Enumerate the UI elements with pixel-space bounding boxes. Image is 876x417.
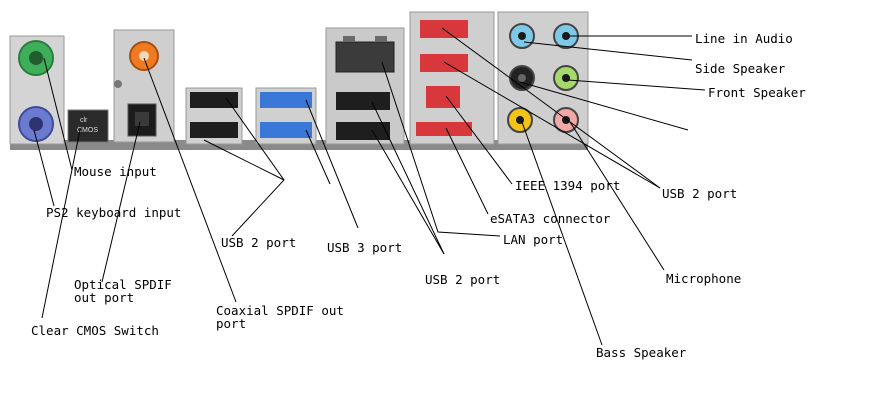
label-mouse-input: Mouse input xyxy=(74,164,157,179)
leader-lan xyxy=(381,61,501,237)
leader-bass xyxy=(521,121,603,346)
label-usb2-port-left: USB 2 port xyxy=(221,235,296,250)
leader-lines xyxy=(33,27,706,346)
label-ps2-keyboard-input: PS2 keyboard input xyxy=(46,205,181,220)
label-optical-spdif-line2: out port xyxy=(74,290,134,305)
label-usb2-port-right: USB 2 port xyxy=(662,186,737,201)
ps2-keyboard-pins xyxy=(29,117,43,131)
label-coaxial-spdif-line1: Coaxial SPDIF out xyxy=(216,303,344,318)
label-optical-spdif-line1: Optical SPDIF xyxy=(74,277,172,292)
label-front-speaker: Front Speaker xyxy=(708,85,806,100)
label-clear-cmos-switch: Clear CMOS Switch xyxy=(31,323,159,338)
leader-coaxial xyxy=(143,57,237,303)
leader-ieee1394 xyxy=(445,95,513,185)
usb2-center-top xyxy=(336,92,390,110)
coaxial-spdif-core xyxy=(139,51,149,61)
lan-led-left xyxy=(343,36,355,42)
leader-front xyxy=(567,79,706,91)
label-bass-speaker: Bass Speaker xyxy=(596,345,687,360)
leader-side xyxy=(523,41,693,61)
leader-usb3-b xyxy=(305,129,331,185)
leader-usb2-center-b xyxy=(371,129,445,255)
jack-hole xyxy=(562,74,570,82)
ieee1394-port xyxy=(426,86,460,108)
leader-usb2-center-a xyxy=(371,101,445,255)
jack-hole xyxy=(562,32,570,40)
panel-base-strip xyxy=(10,140,588,150)
label-coaxial-spdif-line2: port xyxy=(216,316,246,331)
leader-clear-cmos xyxy=(41,129,81,319)
leader-optical xyxy=(101,121,141,283)
lan-led-right xyxy=(375,36,387,42)
leader-usb2-right-b xyxy=(443,61,661,189)
jack-hole xyxy=(518,74,526,82)
leader-esata3 xyxy=(445,127,489,215)
label-usb3-port: USB 3 port xyxy=(327,240,402,255)
callout-labels: Line in Audio Side Speaker Front Speaker… xyxy=(31,31,806,360)
panel-screw xyxy=(114,80,122,88)
label-usb2-port-center: USB 2 port xyxy=(425,272,500,287)
usb2-center-bottom xyxy=(336,122,390,140)
usb3-top xyxy=(260,92,312,108)
jack-hole xyxy=(518,32,526,40)
lan-port xyxy=(335,41,395,73)
leader-usb3-a xyxy=(305,99,359,229)
cmos-text: CMOS xyxy=(77,127,98,134)
label-microphone: Microphone xyxy=(666,271,741,286)
usb2-left-bottom xyxy=(190,122,238,138)
leader-mouse xyxy=(43,57,73,171)
leader-usb2-right-a xyxy=(441,27,661,189)
label-ieee1394-port: IEEE 1394 port xyxy=(515,178,620,193)
leader-unlabeled xyxy=(519,81,689,131)
label-side-speaker: Side Speaker xyxy=(695,61,786,76)
clear-cmos-button xyxy=(67,109,109,143)
esata3-port xyxy=(416,122,472,136)
usb2-red-bottom xyxy=(420,54,468,72)
usb3-bottom xyxy=(260,122,312,138)
label-line-in-audio: Line in Audio xyxy=(695,31,793,46)
clr-text: clr xyxy=(80,117,88,124)
leader-ps2-keyboard xyxy=(33,129,55,207)
label-esata3-connector: eSATA3 connector xyxy=(490,211,611,226)
usb2-left-top xyxy=(190,92,238,108)
optical-spdif-shutter xyxy=(135,112,149,126)
ps2-mouse-pins xyxy=(29,51,43,65)
label-lan-port: LAN port xyxy=(503,232,563,247)
io-panel: clr CMOS xyxy=(9,11,589,150)
leader-usb2-left-b xyxy=(203,139,285,181)
leader-microphone xyxy=(569,121,665,271)
